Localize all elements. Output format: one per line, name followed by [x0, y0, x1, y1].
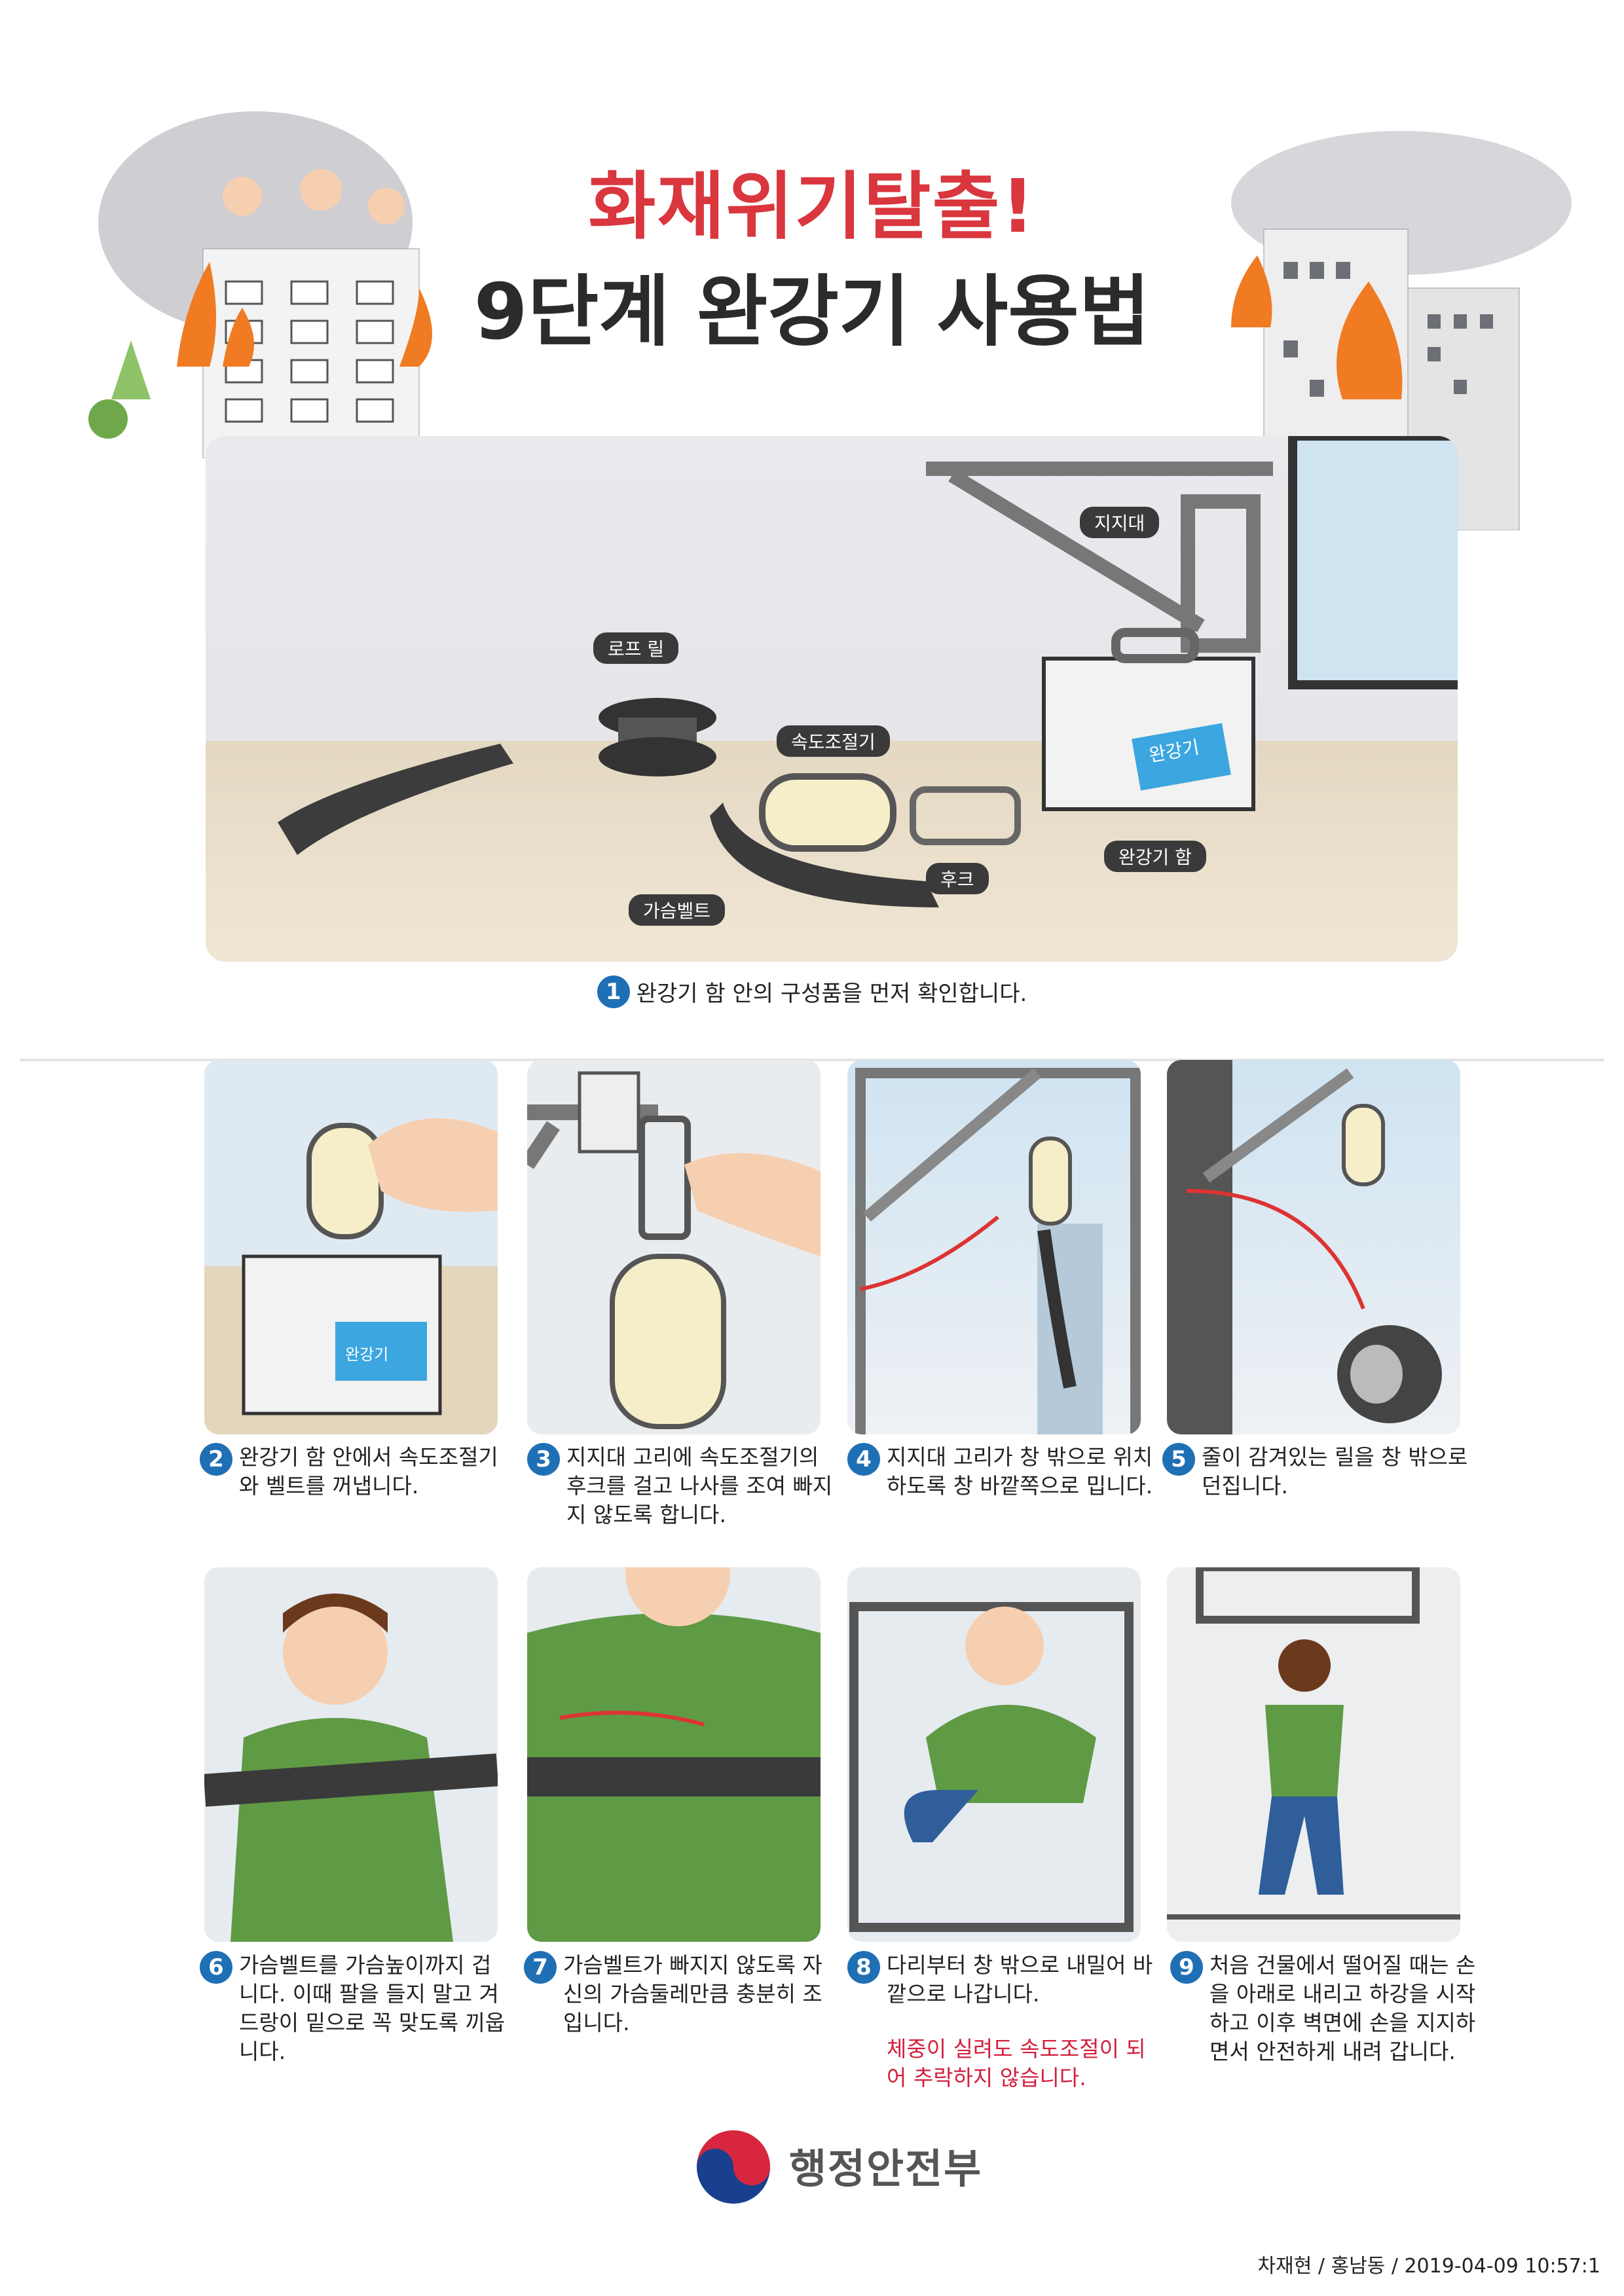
divider [20, 1059, 1604, 1061]
step-8-illustration [847, 1567, 1141, 1942]
label-chest-belt: 가슴벨트 [629, 894, 726, 926]
equipment-drawing [278, 436, 1458, 907]
step-text: 처음 건물에서 떨어질 때는 손을 아래로 내리고 하강을 시작하고 이후 벽면… [1209, 1952, 1476, 2064]
label-hook: 후크 [926, 863, 989, 894]
step-2-illustration: 완강기 [204, 1060, 498, 1434]
step-number: 3 [527, 1443, 560, 1476]
step-text: 완강기 함 안에서 속도조절기와 벨트를 꺼냅니다. [239, 1444, 498, 1499]
step-6-illustration [204, 1567, 498, 1942]
step-text: 가슴벨트를 가슴높이까지 겁니다. 이때 팔을 들지 말고 겨드랑이 밑으로 꼭… [239, 1952, 506, 2064]
ministry-logo-icon [697, 2130, 770, 2204]
step-number: 5 [1162, 1443, 1195, 1476]
step-number: 4 [847, 1443, 880, 1476]
step-note: 체중이 실려도 속도조절이 되어 추락하지 않습니다. [887, 2036, 1146, 2090]
step-number: 9 [1170, 1951, 1203, 1984]
burning-building-illustration [88, 111, 432, 458]
burning-tower-illustration [1231, 131, 1572, 530]
label-speed-controller: 속도조절기 [777, 725, 890, 757]
ministry-name: 행정안전부 [789, 2145, 983, 2193]
step-number: 7 [524, 1951, 557, 1984]
step-number: 1 [597, 975, 630, 1008]
step-9-illustration [1167, 1567, 1460, 1942]
print-stamp: 차재현 / 홍남동 / 2019-04-09 10:57:1 [1257, 2255, 1601, 2278]
step-text: 다리부터 창 밖으로 내밀어 바깥으로 나갑니다. [887, 1952, 1153, 2007]
step-text: 완강기 함 안의 구성품을 먼저 확인합니다. [636, 981, 1027, 1007]
title-line-1: 화재위기탈출! [588, 164, 1036, 249]
step-number: 8 [847, 1951, 880, 1984]
step-1-illustration: 완강기 지지대 로프 릴 속도조절기 완강기 함 후크 가슴벨트 [206, 436, 1458, 962]
title-line-2: 9단계 완강기 사용법 [473, 266, 1151, 357]
step-number: 6 [200, 1951, 232, 1984]
step-text: 지지대 고리가 창 밖으로 위치하도록 창 바깥쪽으로 밉니다. [887, 1444, 1153, 1499]
step-text: 줄이 감겨있는 릴을 창 밖으로 던집니다. [1202, 1444, 1468, 1499]
label-rope-reel: 로프 릴 [593, 632, 679, 664]
step-text: 지지대 고리에 속도조절기의 후크를 걸고 나사를 조여 빠지지 않도록 합니다… [566, 1444, 833, 1527]
step-5-illustration [1167, 1060, 1460, 1434]
label-box: 완강기 함 [1104, 841, 1206, 872]
step-3-illustration [527, 1060, 821, 1434]
step-4-illustration [847, 1060, 1141, 1434]
step-number: 2 [200, 1443, 232, 1476]
step-7-illustration [527, 1567, 821, 1942]
step-text: 가슴벨트가 빠지지 않도록 자신의 가슴둘레만큼 충분히 조입니다. [563, 1952, 822, 2035]
box-label: 완강기 [345, 1345, 389, 1364]
label-support: 지지대 [1080, 507, 1160, 538]
